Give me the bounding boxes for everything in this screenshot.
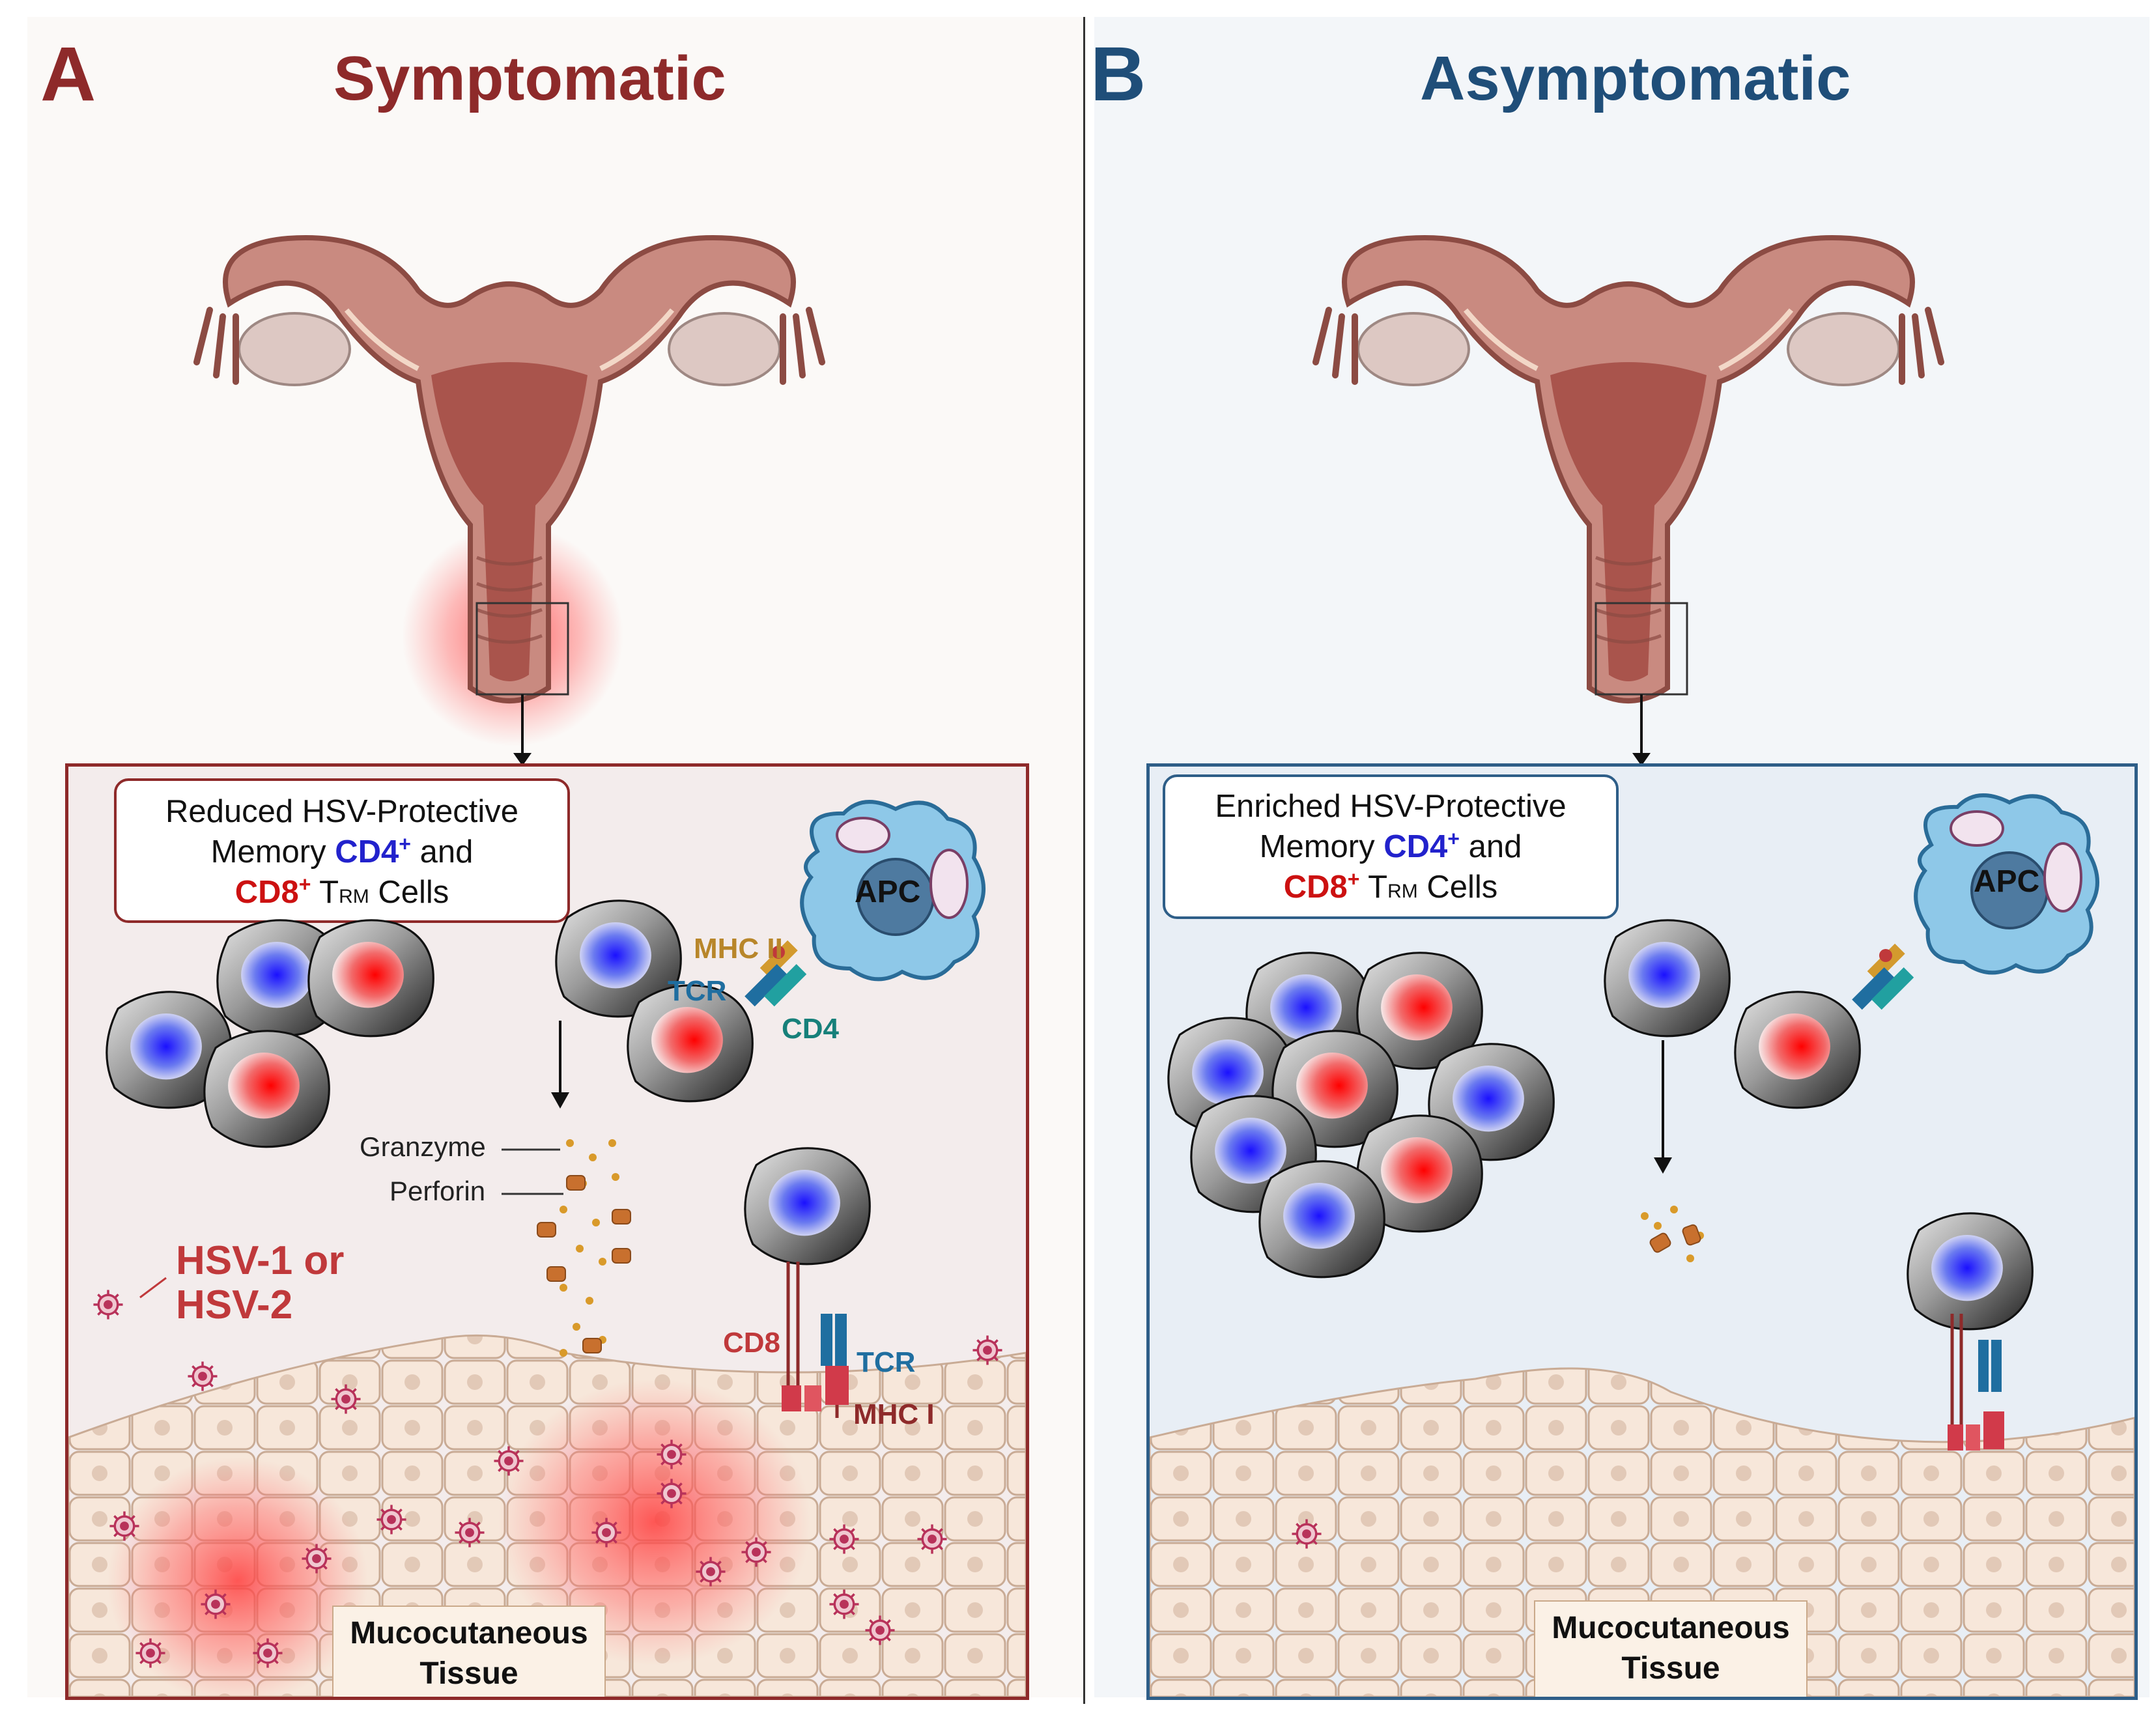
panel-letter: B: [1090, 31, 1146, 117]
callout-text: Cells: [369, 875, 449, 910]
cd4-term: CD4: [335, 834, 399, 870]
tissue-inset-symptomatic: Reduced HSV-Protective Memory CD4+ and C…: [65, 763, 1029, 1700]
tcr-label: TCR: [857, 1346, 916, 1378]
tissue-label-line1: Mucocutaneous: [1552, 1611, 1790, 1645]
cd4-t-cell: [1258, 1160, 1385, 1279]
panel-title: Symptomatic: [333, 44, 726, 113]
lesion-glow: [107, 1457, 368, 1697]
virus-label-line2: HSV-2: [176, 1282, 293, 1327]
panel-letter: A: [40, 31, 96, 117]
cd4-term: CD4: [1383, 829, 1448, 864]
callout-text: Memory: [1259, 829, 1384, 864]
tcr-mhc2-complex: [1852, 943, 1914, 1010]
callout-line1: Reduced HSV-Protective: [165, 794, 518, 829]
virus-icon: [186, 1360, 219, 1393]
reproductive-tract-illustration: [1290, 206, 1974, 766]
reproductive-tract-illustration: [171, 206, 855, 766]
summary-callout: Enriched HSV-Protective Memory CD4+ and …: [1163, 774, 1619, 919]
t-letter: T: [311, 875, 339, 910]
callout-line1: Enriched HSV-Protective: [1215, 789, 1567, 824]
tcr-mhc2-complex: [745, 940, 807, 1007]
cd8-t-cell: [307, 919, 434, 1038]
apc-label: APC: [1974, 864, 2040, 899]
cd8-term: CD8: [234, 875, 299, 910]
callout-text: and: [1459, 829, 1522, 864]
cd4-t-cell-engaged: [1734, 991, 1861, 1109]
granzyme-perforin-release: [560, 1139, 619, 1357]
cd4-sup: +: [1447, 827, 1460, 851]
panel-divider: [1083, 17, 1085, 1704]
cd4-sup: +: [399, 832, 411, 856]
granzyme-perforin-release: [1641, 1206, 1704, 1262]
summary-callout: Reduced HSV-Protective Memory CD4+ and C…: [114, 778, 570, 923]
mhc2-label: MHC II: [694, 933, 783, 965]
mhc1-label: MHC I: [853, 1398, 935, 1430]
tissue-label: Mucocutaneous Tissue: [1534, 1600, 1808, 1697]
virus-label-line1: HSV-1 or: [176, 1238, 345, 1283]
cd4-label: CD4: [782, 1013, 840, 1045]
callout-text: and: [410, 834, 474, 870]
callout-text: Memory: [210, 834, 335, 870]
cd8-sup: +: [298, 872, 311, 896]
lesion-glow: [498, 1379, 811, 1665]
tcr-label: TCR: [668, 975, 727, 1007]
tissue-label-line2: Tissue: [419, 1656, 518, 1691]
tissue-scene: [1150, 767, 2135, 1697]
granzyme-label: Granzyme: [360, 1131, 486, 1162]
cd8-label: CD8: [723, 1327, 781, 1359]
cd8-t-cell-engaged: [1907, 1212, 2034, 1331]
perforin-label: Perforin: [390, 1176, 486, 1206]
tcr-mhc1-complex: [1948, 1314, 2004, 1451]
cd4-t-cell: [1604, 919, 1731, 1038]
panel-title: Asymptomatic: [1420, 44, 1851, 113]
tissue-label-line1: Mucocutaneous: [350, 1616, 588, 1650]
virus-icon: [92, 1288, 124, 1321]
tissue-inset-asymptomatic: Enriched HSV-Protective Memory CD4+ and …: [1146, 763, 2138, 1700]
tcr-mhc1-complex: [782, 1262, 849, 1418]
callout-text: Cells: [1417, 870, 1498, 905]
perforin-granules: [537, 1175, 631, 1353]
tissue-scene: [68, 767, 1026, 1697]
t-letter: T: [1359, 870, 1388, 905]
rm-subscript: RM: [339, 886, 369, 907]
cd8-t-cell: [203, 1030, 330, 1148]
cd8-sup: +: [1347, 867, 1360, 891]
rm-subscript: RM: [1387, 881, 1418, 902]
cd8-t-cell-engaged: [744, 1147, 871, 1266]
cd8-term: CD8: [1283, 870, 1348, 905]
apc-label: APC: [855, 875, 921, 909]
virus-label: HSV-1 or HSV-2: [176, 1239, 344, 1327]
tissue-label-line2: Tissue: [1621, 1651, 1720, 1686]
tissue-label: Mucocutaneous Tissue: [332, 1606, 606, 1697]
